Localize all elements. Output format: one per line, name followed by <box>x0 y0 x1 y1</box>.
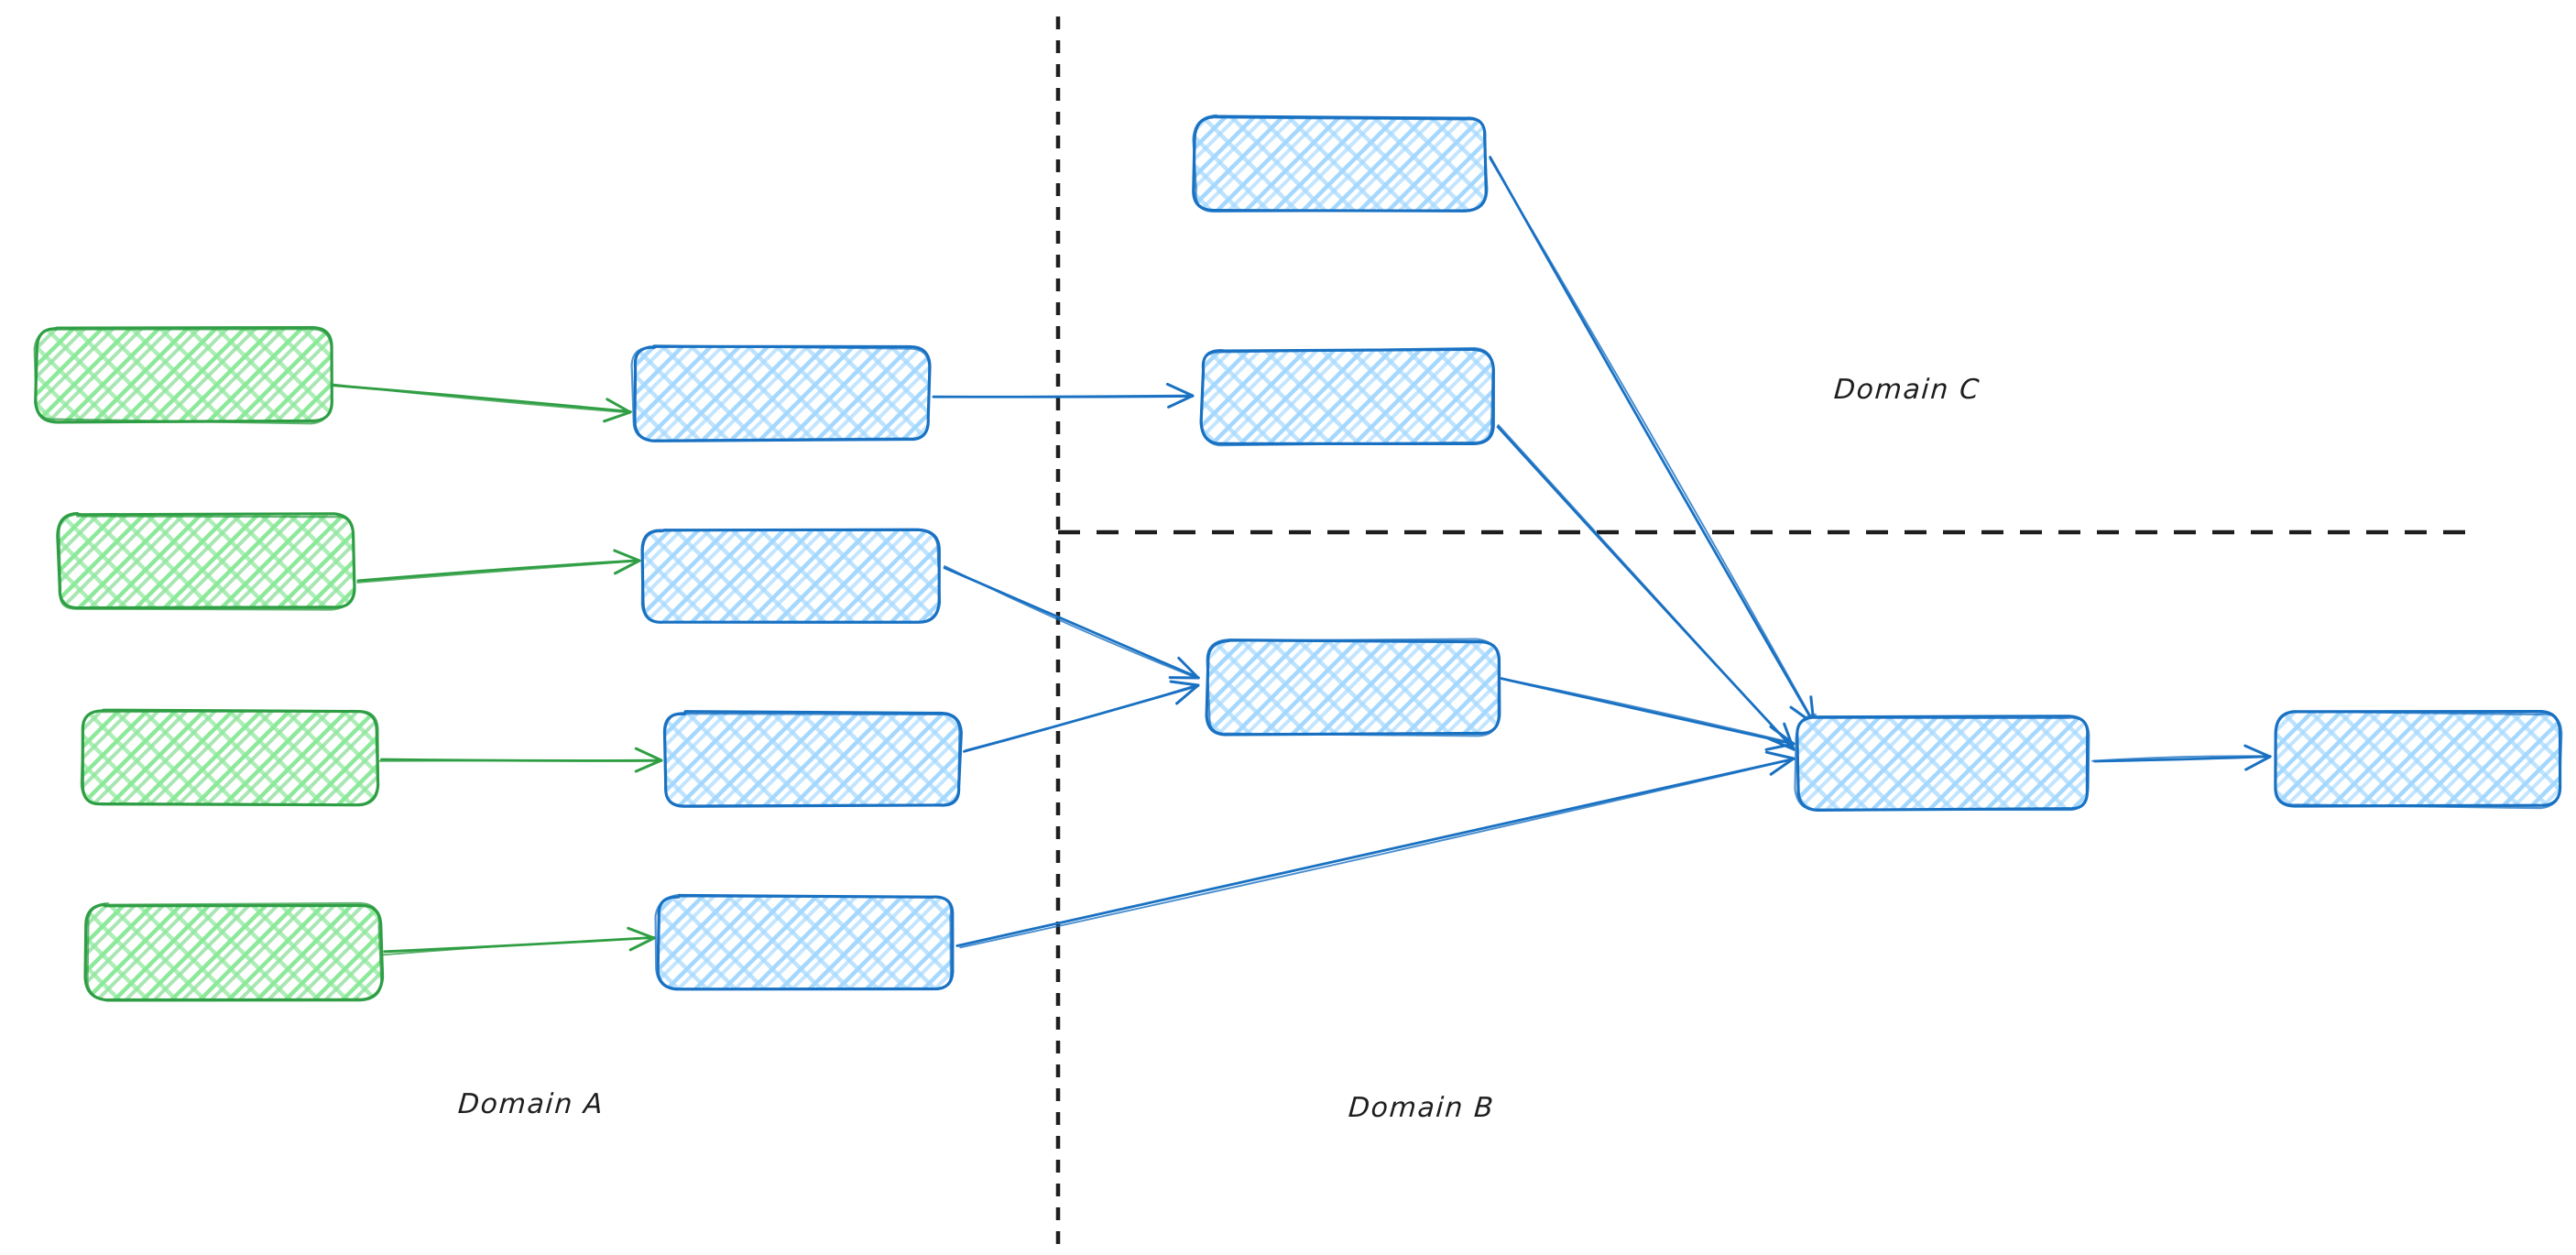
edge-b3-to-c1[interactable] <box>1500 677 1796 751</box>
edge-b2-to-c1[interactable] <box>1496 424 1796 751</box>
edge-c1-to-c2[interactable] <box>2091 744 2272 771</box>
node-box-b1[interactable] <box>1192 114 1489 213</box>
edge-b1-to-c1[interactable] <box>1489 156 1816 726</box>
edge-m2-to-b3[interactable] <box>943 564 1200 680</box>
edge-m1-to-b2[interactable] <box>932 382 1195 409</box>
node-box-c2[interactable] <box>2274 709 2563 810</box>
node-box-m2[interactable] <box>640 528 942 624</box>
domain-c-label: Domain C <box>1832 374 1981 406</box>
node-box-m3[interactable] <box>662 710 963 808</box>
node-box-m1[interactable] <box>630 344 932 442</box>
edge-a3-to-m3[interactable] <box>378 747 663 773</box>
domain-a-label: Domain A <box>456 1088 606 1120</box>
node-box-b2[interactable] <box>1199 346 1495 447</box>
node-box-c1[interactable] <box>1794 713 2090 812</box>
edge-a2-to-m2[interactable] <box>356 549 641 584</box>
edge-a1-to-m1[interactable] <box>331 383 632 423</box>
edge-m4-to-c1[interactable] <box>955 750 1796 949</box>
nodes-layer <box>33 114 2563 1002</box>
domain-dividers <box>1055 16 2473 1246</box>
edge-m3-to-b3[interactable] <box>963 680 1200 753</box>
node-box-a2[interactable] <box>56 511 356 611</box>
node-box-b3[interactable] <box>1205 638 1501 737</box>
node-box-a1[interactable] <box>33 326 333 425</box>
domain-b-label: Domain B <box>1347 1092 1496 1124</box>
edge-a4-to-m4[interactable] <box>382 926 656 956</box>
edges-layer <box>331 156 2272 956</box>
node-box-m4[interactable] <box>654 893 955 991</box>
node-box-a4[interactable] <box>83 901 385 1002</box>
node-box-a3[interactable] <box>80 708 380 807</box>
